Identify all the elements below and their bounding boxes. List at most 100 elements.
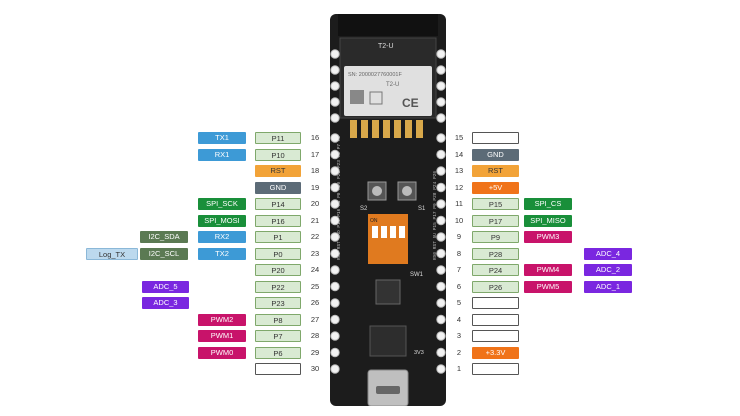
pin-label-5 — [472, 297, 519, 309]
func-spi-miso: SPI_MISO — [524, 215, 572, 227]
left-header-hole — [330, 166, 340, 176]
pin-label-23: P0 — [255, 248, 301, 260]
left-header-hole — [330, 265, 340, 275]
pin-number-21: 21 — [310, 216, 320, 225]
pin-number-15: 15 — [454, 133, 464, 142]
func-pwm3: PWM3 — [524, 231, 572, 243]
pin-number-22: 22 — [310, 232, 320, 241]
qr-code — [350, 90, 364, 104]
right-upper-hole — [436, 113, 446, 123]
right-upper-hole — [436, 97, 446, 107]
left-upper-hole — [330, 81, 340, 91]
left-header-hole — [330, 182, 340, 193]
func-pwm2: PWM2 — [198, 314, 246, 326]
pin-label-3 — [472, 330, 519, 342]
pin-label-2: +3.3V — [472, 347, 519, 359]
pin-label-8: P28 — [472, 248, 519, 260]
pin-label-11: P15 — [472, 198, 519, 210]
pin-label-4 — [472, 314, 519, 326]
pin-number-5: 5 — [456, 298, 462, 307]
right-header-hole — [436, 281, 446, 292]
right-header-hole — [436, 166, 446, 176]
regulator — [369, 325, 407, 357]
right-upper-hole — [436, 65, 446, 75]
pin-number-4: 4 — [456, 315, 462, 324]
pin-number-3: 3 — [456, 331, 462, 340]
func-adc-4: ADC_4 — [584, 248, 632, 260]
pin-number-28: 28 — [310, 331, 320, 340]
board-illustration: T2-U SN: 2000027760001F T2-U CE S2 S1 — [330, 14, 446, 407]
pin-label-13: RST — [472, 165, 519, 177]
func-pwm4: PWM4 — [524, 264, 572, 276]
left-header-hole — [330, 232, 340, 242]
pin-number-24: 24 — [310, 265, 320, 274]
pin-label-15 — [472, 132, 519, 144]
right-header-hole — [436, 314, 446, 325]
module-pads — [350, 120, 423, 138]
right-side-silk: RX0 RST 5U P15 P17 P9 P28 P24 P26 — [432, 171, 438, 260]
pin-number-25: 25 — [310, 282, 320, 291]
func-rx1: RX1 — [198, 149, 246, 161]
right-header-hole — [436, 298, 446, 308]
pin-number-29: 29 — [310, 348, 320, 357]
antenna-area — [338, 14, 438, 36]
func-rx2: RX2 — [198, 231, 246, 243]
right-header-hole — [436, 182, 446, 193]
left-header-hole — [330, 133, 340, 143]
pin-label-12: +5V — [472, 182, 519, 194]
right-header-hole — [436, 331, 446, 341]
pin-label-25: P22 — [255, 281, 301, 293]
right-upper-hole — [436, 49, 446, 59]
left-header-hole — [330, 298, 340, 308]
pin-label-19: GND — [255, 182, 301, 194]
pin-label-24: P20 — [255, 264, 301, 276]
pin-label-28: P7 — [255, 330, 301, 342]
pin-number-16: 16 — [310, 133, 320, 142]
sw1-label: SW1 — [410, 272, 424, 278]
left-header-hole — [330, 199, 340, 209]
left-upper-hole — [330, 49, 340, 59]
pin-label-30 — [255, 363, 301, 375]
right-header-hole — [436, 215, 446, 226]
pin-number-23: 23 — [310, 249, 320, 258]
func-tx1: TX1 — [198, 132, 246, 144]
func-pwm5: PWM5 — [524, 281, 572, 293]
pin-number-18: 18 — [310, 166, 320, 175]
left-upper-hole — [330, 113, 340, 123]
module-shield — [344, 66, 432, 116]
pin-number-6: 6 — [456, 282, 462, 291]
pin-label-6: P26 — [472, 281, 519, 293]
left-header-hole — [330, 364, 340, 374]
pin-label-20: P14 — [255, 198, 301, 210]
right-header-hole — [436, 248, 446, 259]
right-header-hole — [436, 364, 446, 374]
left-header-hole — [330, 248, 340, 259]
pin-number-30: 30 — [310, 364, 320, 373]
right-header-hole — [436, 133, 446, 143]
pin-label-17: P10 — [255, 149, 301, 161]
func-adc-3: ADC_3 — [142, 297, 189, 309]
pin-number-2: 2 — [456, 348, 462, 357]
t2-u-board: T2-U SN: 2000027760001F T2-U CE S2 S1 — [330, 14, 446, 407]
func-log-tx: Log_TX — [86, 248, 138, 260]
right-header-hole — [436, 265, 446, 275]
left-upper-hole — [330, 65, 340, 75]
pin-number-20: 20 — [310, 199, 320, 208]
func-pwm1: PWM1 — [198, 330, 246, 342]
func-spi-cs: SPI_CS — [524, 198, 572, 210]
sn-text: SN: 2000027760001F — [348, 72, 402, 78]
pin-label-16: P11 — [255, 132, 301, 144]
left-header-hole — [330, 281, 340, 292]
pin-label-21: P16 — [255, 215, 301, 227]
right-header-hole — [436, 232, 446, 242]
left-header-hole — [330, 149, 340, 160]
right-header-hole — [436, 347, 446, 358]
pin-label-18: RST — [255, 165, 301, 177]
pin-label-22: P1 — [255, 231, 301, 243]
right-header-hole — [436, 149, 446, 160]
pin-number-11: 11 — [455, 199, 463, 208]
left-header-hole — [330, 314, 340, 325]
func-i2c-sda: I2C_SDA — [140, 231, 188, 243]
pin-label-26: P23 — [255, 297, 301, 309]
